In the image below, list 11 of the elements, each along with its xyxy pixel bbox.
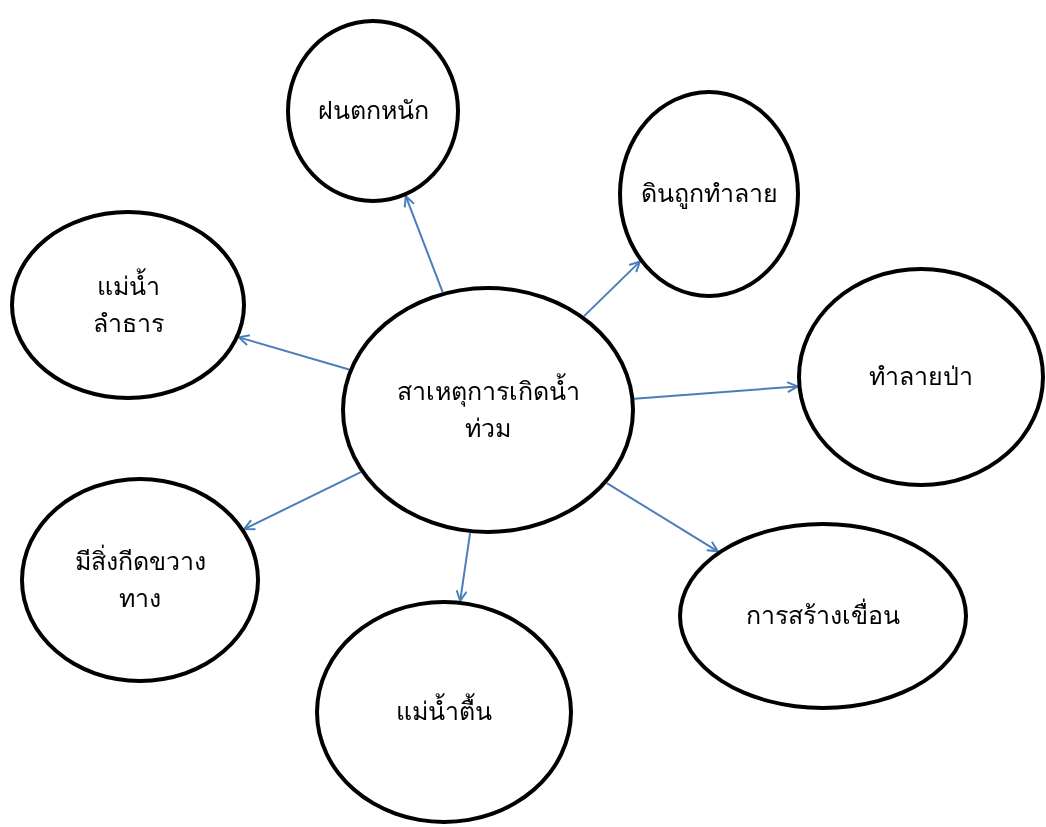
node-text: มีสิ่งกีดขวางทาง	[73, 543, 207, 615]
node-text: แม่น้ำตื้น	[396, 693, 492, 731]
arrow	[583, 260, 641, 318]
node-text: แม่น้ำลำธาร	[63, 267, 193, 343]
arrow	[455, 532, 472, 602]
node-text: สาเหตุการเกิดน้ำท่วม	[393, 372, 583, 448]
node-text: ฝนตกหนัก	[317, 95, 429, 128]
node-text: ทำลายป่า	[869, 361, 973, 394]
node-text: ดินถูกทำลาย	[640, 178, 778, 211]
arrow	[633, 381, 799, 400]
node-text: การสร้างเขื่อน	[746, 597, 900, 635]
